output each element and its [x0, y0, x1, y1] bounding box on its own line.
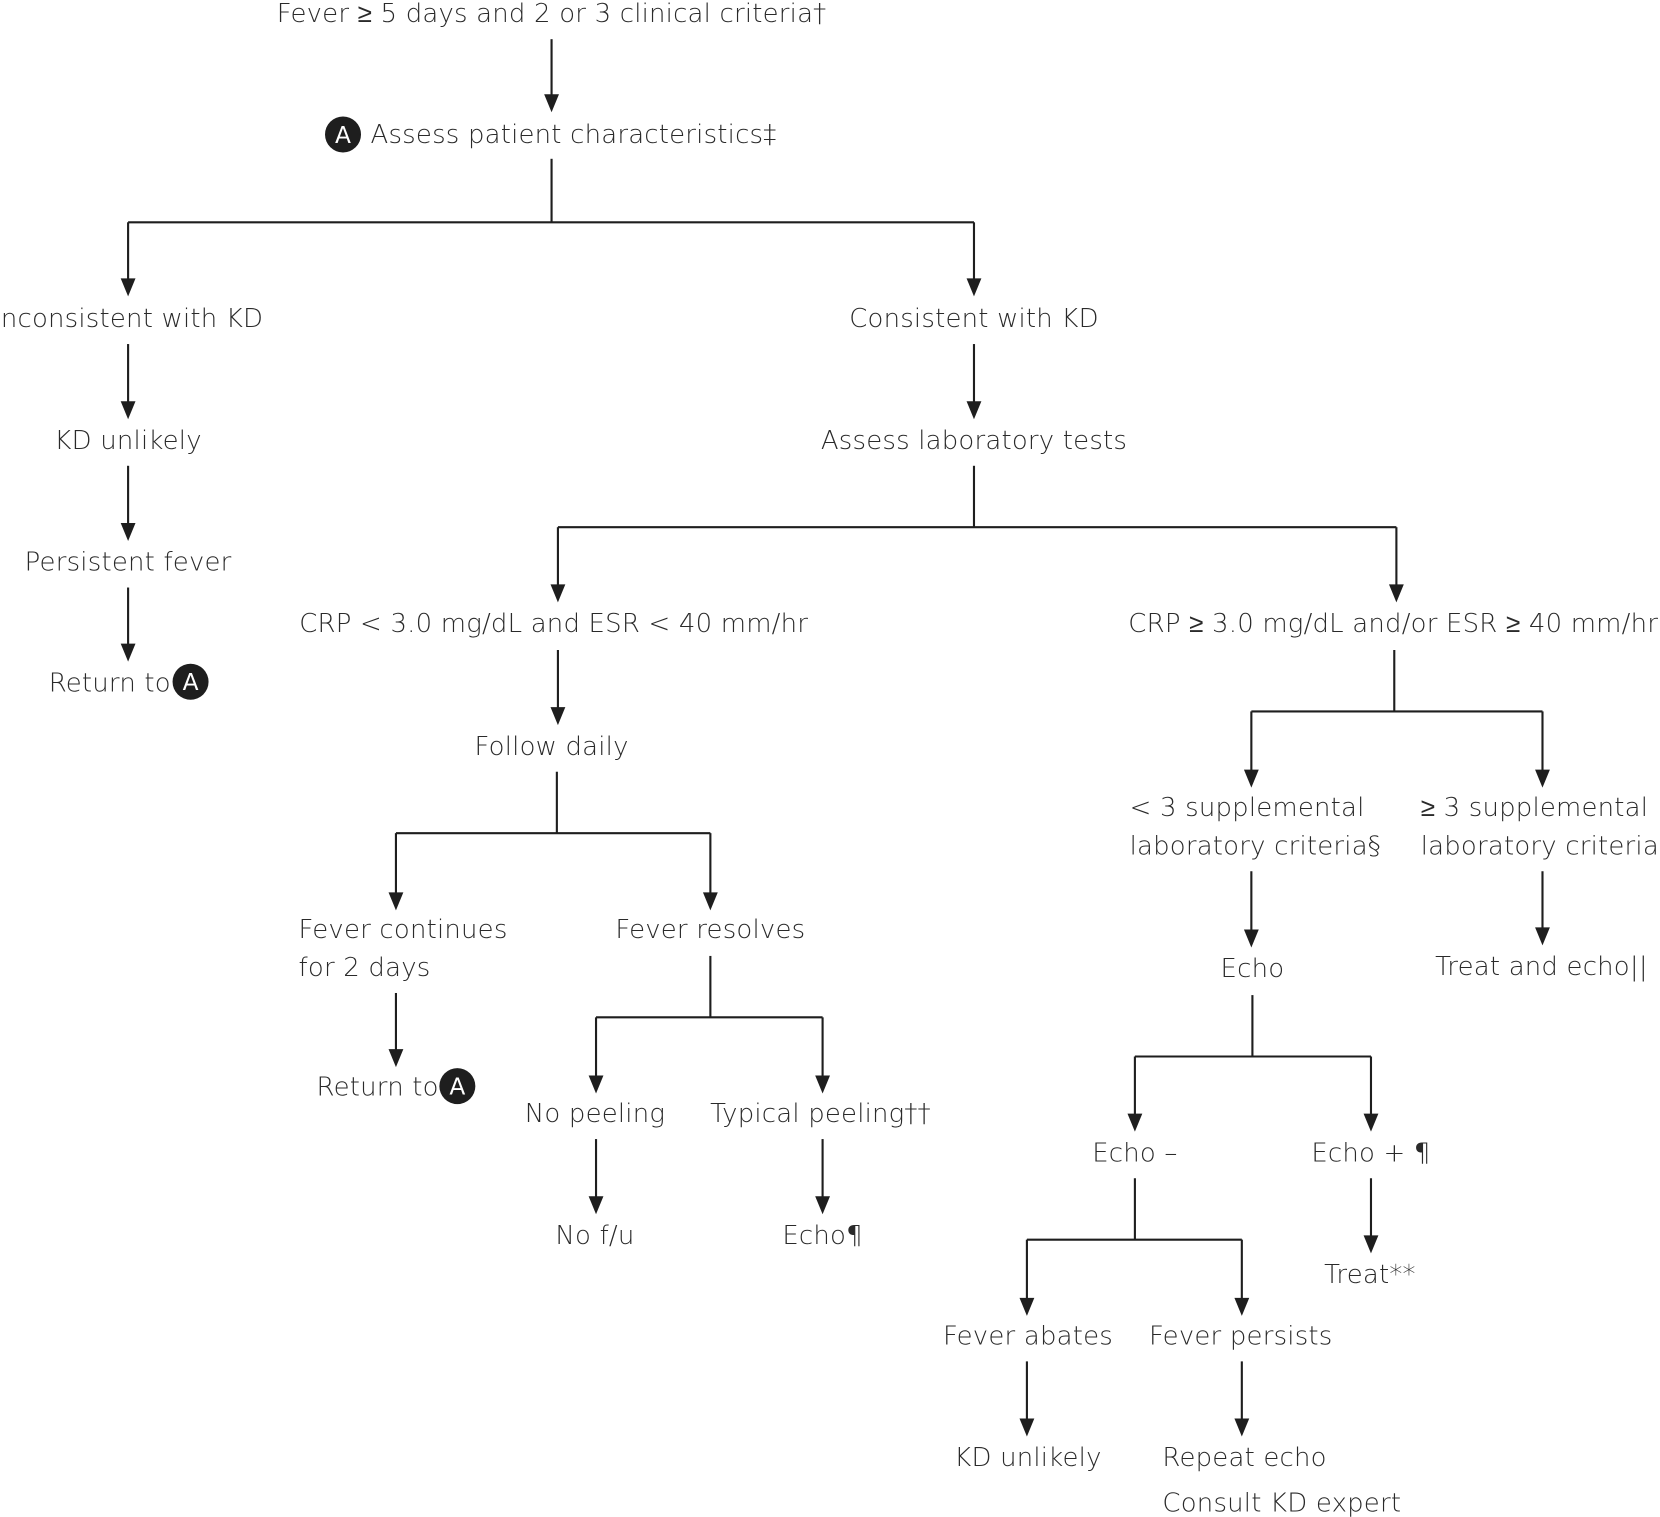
arrowhead [544, 94, 559, 113]
svg-text:A: A [183, 669, 199, 696]
node-fever-continues: Fever continues [299, 915, 508, 945]
arrowhead [588, 1196, 604, 1215]
node-return-to-a: Return to [49, 668, 171, 698]
arrowhead [1243, 929, 1259, 948]
node-no-fu: No f/u [555, 1221, 634, 1251]
node-ge3-supplemental-line2: laboratory criteria§ [1421, 831, 1660, 861]
arrowhead [966, 278, 982, 297]
node-fever-abates: Fever abates [943, 1321, 1113, 1351]
node-kd-unlikely-2: KD unlikely [954, 1443, 1101, 1473]
connectors [120, 39, 1550, 1437]
node-consistent: Consistent with KD [849, 304, 1099, 334]
node-treat: Treat** [1324, 1260, 1416, 1290]
arrowhead [1535, 769, 1550, 788]
node-kd-unlikely: KD unlikely [54, 426, 201, 456]
arrowhead [120, 522, 136, 541]
node-follow-daily: Follow daily [474, 732, 628, 762]
circle-letter-a-icon: A [325, 116, 362, 153]
node-crp-high: CRP ≥ 3.0 mg/dL and/or ESR ≥ 40 mm/hr [1128, 609, 1658, 639]
node-inconsistent: Inconsistent with KD [0, 304, 263, 334]
arrowhead [1535, 927, 1550, 946]
node-lt3-supplemental-line2: laboratory criteria§ [1130, 831, 1381, 861]
circle-letter-a-icon: A [172, 663, 209, 700]
node-persistent-fever: Persistent fever [25, 548, 232, 578]
svg-text:A: A [449, 1074, 465, 1101]
node-fever-continues-line2: for 2 days [299, 953, 431, 983]
arrowhead [120, 643, 136, 662]
node-no-peeling: No peeling [525, 1099, 665, 1129]
node-crp-low: CRP < 3.0 mg/dL and ESR < 40 mm/hr [299, 609, 808, 639]
arrowhead [1127, 1113, 1143, 1132]
arrowhead [1363, 1235, 1379, 1254]
node-echo: Echo [1221, 954, 1285, 984]
node-assess-patient: Assess patient characteristics‡ [371, 120, 777, 150]
arrowhead [815, 1196, 830, 1215]
arrowhead [1234, 1297, 1250, 1316]
node-start: Fever ≥ 5 days and 2 or 3 clinical crite… [277, 0, 827, 29]
arrowhead [1363, 1113, 1379, 1132]
arrowhead [966, 401, 982, 420]
node-echo-negative: Echo – [1092, 1138, 1177, 1168]
arrowhead [120, 278, 136, 297]
arrowhead [1388, 584, 1404, 603]
arrowhead [1243, 769, 1259, 788]
node-echo-para: Echo¶ [782, 1221, 862, 1251]
arrowhead [815, 1075, 830, 1094]
arrowhead [1019, 1297, 1035, 1316]
svg-text:A: A [335, 122, 351, 149]
node-lt3-supplemental: < 3 supplemental [1130, 793, 1365, 823]
circle-letter-a-icon: A [439, 1068, 476, 1105]
arrowhead [1234, 1418, 1250, 1437]
node-repeat-echo: Repeat echo [1162, 1443, 1326, 1473]
node-assess-lab: Assess laboratory tests [821, 426, 1127, 456]
node-consult-expert: Consult KD expert [1162, 1489, 1401, 1517]
node-treat-and-echo: Treat and echo|| [1435, 952, 1648, 982]
arrowhead [388, 892, 404, 911]
node-fever-persists: Fever persists [1149, 1321, 1333, 1351]
node-return-to-a-2: Return to [317, 1073, 439, 1103]
arrowhead [702, 892, 718, 911]
arrowhead [1019, 1418, 1035, 1437]
arrowhead [550, 707, 566, 726]
arrowhead [588, 1075, 604, 1094]
node-fever-resolves: Fever resolves [615, 915, 805, 945]
node-ge3-supplemental: ≥ 3 supplemental [1421, 793, 1648, 823]
arrowhead [550, 584, 566, 603]
node-typical-peeling: Typical peeling†† [710, 1099, 931, 1129]
arrowhead [120, 401, 136, 420]
arrowhead [388, 1049, 404, 1068]
node-echo-positive: Echo + ¶ [1311, 1138, 1430, 1168]
